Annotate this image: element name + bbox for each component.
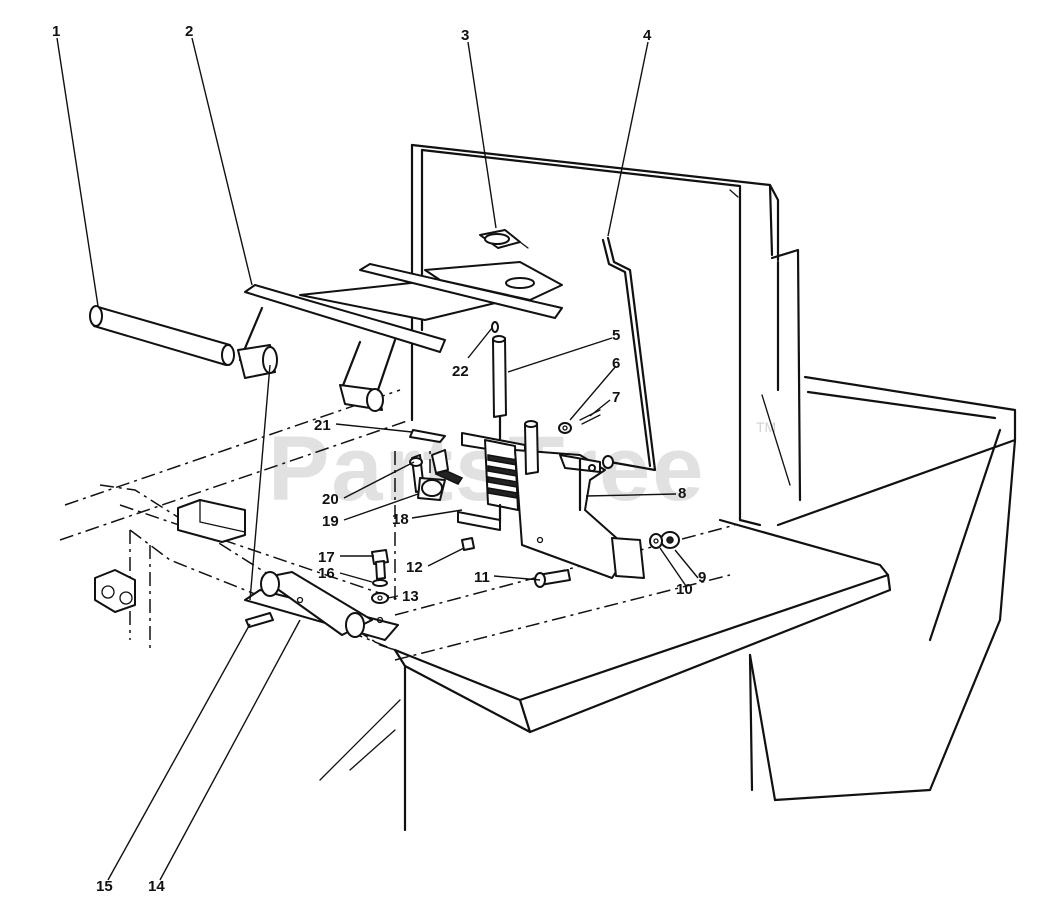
callout-16: 16: [318, 565, 335, 582]
callout-labels: 1 2 3 4 5 6 7 8 9 10 11 12 13 14 15 16 1…: [52, 23, 706, 895]
body-hood: [738, 375, 1017, 802]
callout-7: 7: [612, 389, 620, 406]
callout-15: 15: [96, 878, 113, 895]
callout-21: 21: [314, 417, 331, 434]
callout-12: 12: [406, 559, 423, 576]
callout-6: 6: [612, 355, 620, 372]
callout-2: 2: [185, 23, 193, 40]
callout-8: 8: [678, 485, 686, 502]
callout-19: 19: [322, 513, 339, 530]
callout-1: 1: [52, 23, 60, 40]
nut-and-washer: [649, 531, 680, 549]
callout-13: 13: [402, 588, 419, 605]
retaining-ring: [491, 321, 499, 333]
rear-upright-bracket: [761, 248, 802, 502]
callout-4: 4: [643, 27, 652, 44]
frame-bracket-blocks: [94, 499, 246, 613]
leader-lines: [56, 37, 699, 881]
callout-5: 5: [612, 327, 620, 344]
roll-pin: [245, 612, 274, 628]
bushing-post: [524, 420, 572, 475]
hex-nut: [461, 537, 475, 551]
seat-mounting-bracket: [237, 261, 563, 412]
latch-plate: [514, 449, 645, 579]
cotter-pin: [579, 409, 601, 425]
seat-switch-clamp: [409, 429, 464, 501]
callout-9: 9: [698, 569, 706, 586]
callout-17: 17: [318, 549, 335, 566]
frame-deck: [319, 518, 892, 832]
latch-bolt: [534, 569, 571, 588]
adjust-knob: [479, 229, 529, 249]
compression-spring: [457, 432, 526, 531]
seat-hinge: [244, 571, 399, 641]
callout-11: 11: [474, 569, 490, 586]
callout-3: 3: [461, 27, 469, 44]
callout-14: 14: [148, 878, 165, 895]
spring-rod: [492, 335, 507, 447]
callout-18: 18: [392, 511, 409, 528]
seat-stop-rod: [601, 236, 657, 472]
hinge-pin-rod: [89, 305, 235, 366]
callout-10: 10: [676, 581, 693, 598]
callout-20: 20: [322, 491, 339, 508]
hinge-bolt-washers: [371, 549, 389, 604]
callout-22: 22: [452, 363, 469, 380]
